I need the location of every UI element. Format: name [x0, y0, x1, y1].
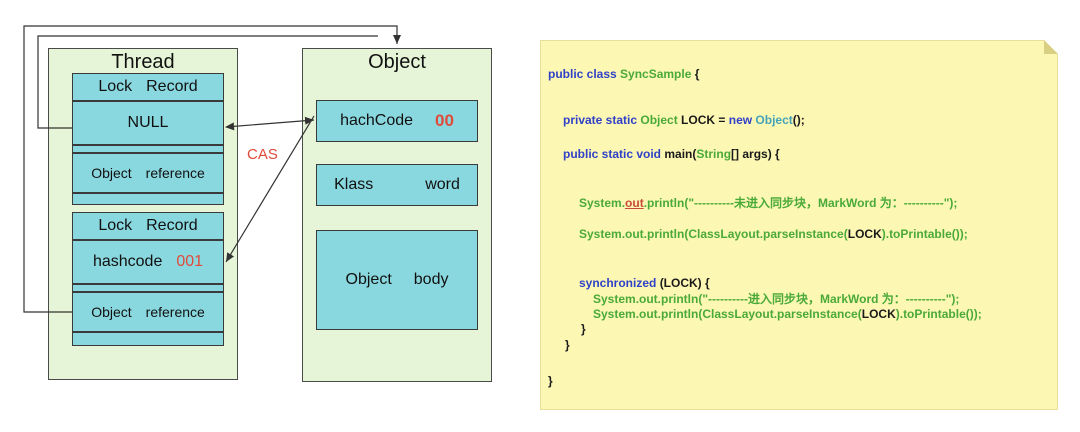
code-close-sync: } — [581, 322, 586, 336]
code-line-class: public class SyncSample { — [548, 67, 700, 81]
code-line-layout-1: System.out.println(ClassLayout.parseInst… — [579, 227, 968, 241]
hashcode-value: 001 — [176, 253, 204, 270]
code-close-class: } — [548, 374, 553, 388]
code-close-method: } — [565, 338, 570, 352]
lock-record-1-footer — [72, 193, 224, 205]
cas-label: CAS — [247, 146, 278, 163]
object-title: Object — [368, 51, 426, 73]
code-line-println-1: System.out.println("----------未进入同步块，Mar… — [579, 196, 958, 210]
cas-arrow — [225, 116, 315, 131]
lock-record-1-divider — [72, 145, 224, 153]
lock-record-2-divider — [72, 284, 224, 292]
code-note — [540, 40, 1058, 410]
object-hash-value: 00 — [435, 111, 454, 130]
hashcode-copy-arrow — [225, 115, 315, 263]
code-line-main: public static void main(String[] args) { — [563, 147, 780, 161]
code-line-synchronized: synchronized (LOCK) { — [579, 276, 710, 290]
note-fold-corner — [1044, 40, 1058, 54]
code-line-layout-2: System.out.println(ClassLayout.parseInst… — [593, 307, 982, 321]
lock-record-2-footer — [72, 332, 224, 346]
lock-record-1-value: NULL — [72, 101, 224, 145]
thread-title: Thread — [111, 51, 175, 73]
code-line-println-2: System.out.println("----------进入同步块，Mark… — [593, 292, 960, 306]
object-panel: Object — [302, 48, 492, 382]
code-line-field: private static Object LOCK = new Object(… — [563, 113, 805, 127]
